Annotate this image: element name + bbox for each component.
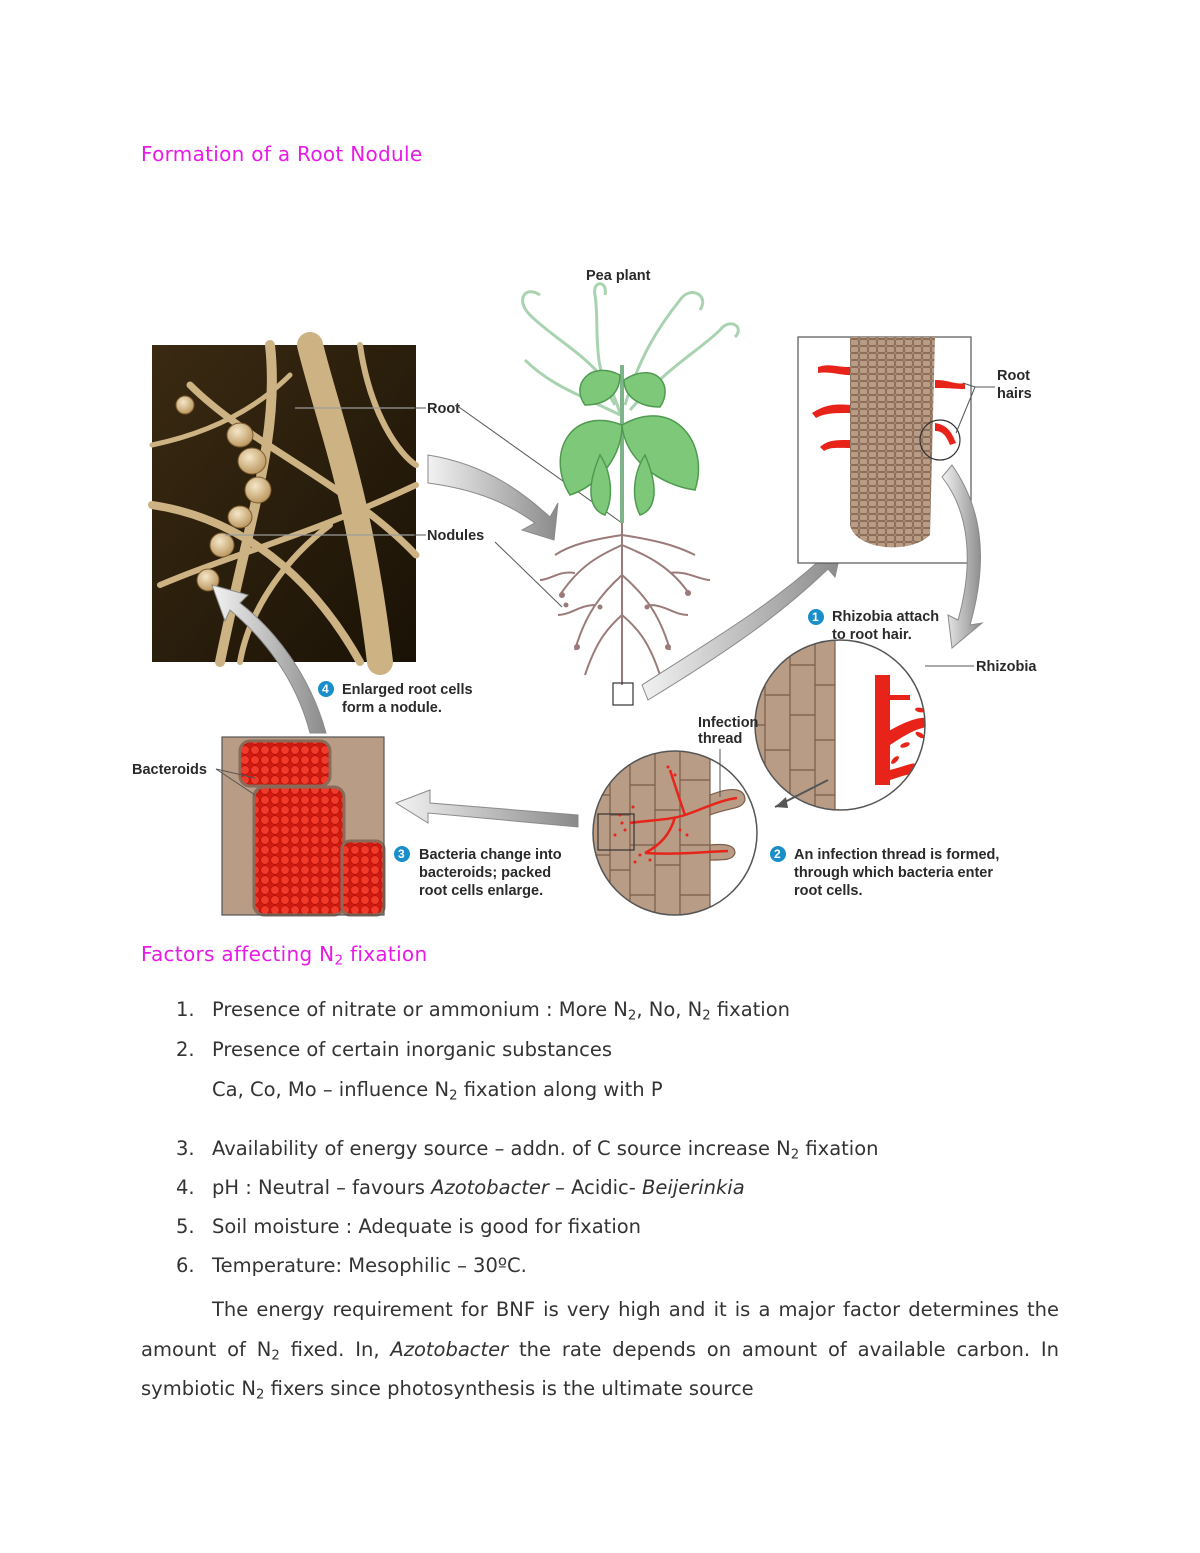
label-root: Root [427, 401, 460, 417]
infection-thread-circle: Infection thread [590, 715, 760, 920]
step-3-line3: root cells enlarge. [419, 883, 543, 899]
label-infection-thread-1: Infection [698, 715, 758, 731]
step-2-line1: An infection thread is formed, [794, 847, 999, 863]
step-2-line3: root cells. [794, 883, 863, 899]
step-3-line1: Bacteria change into [419, 847, 562, 863]
label-infection-thread-2: thread [698, 731, 742, 747]
section-title-factors: Factors affecting N2 fixation [141, 942, 427, 966]
step-4: 4 Enlarged root cells form a nodule. [318, 681, 473, 716]
section-title-root-nodule: Formation of a Root Nodule [141, 142, 422, 166]
root-hair-panel: Root hairs [798, 337, 1032, 563]
step-4-line1: Enlarged root cells [342, 682, 473, 698]
label-pea-plant: Pea plant [586, 268, 651, 284]
step-3-line2: bacteroids; packed [419, 865, 551, 881]
step-4-line2: form a nodule. [342, 700, 442, 716]
label-bacteroids: Bacteroids [132, 762, 207, 778]
pea-plant-illustration: Pea plant [523, 268, 739, 705]
nodules-photo [152, 345, 416, 662]
label-rhizobia: Rhizobia [976, 659, 1037, 675]
label-root-hairs-2: hairs [997, 386, 1032, 402]
label-root-hairs-1: Root [997, 368, 1030, 384]
step-1: 1 Rhizobia attach to root hair. [808, 609, 939, 643]
step-2: 2 An infection thread is formed, through… [770, 846, 999, 899]
body-paragraph: The energy requirement for BNF is very h… [141, 1290, 1059, 1409]
rhizobia-attach-circle: Rhizobia [750, 635, 1037, 815]
label-nodules: Nodules [427, 528, 484, 544]
arrow-infection-to-bacteroids [396, 790, 578, 827]
step-1-number: 1 [812, 610, 819, 624]
step-3-number: 3 [398, 847, 405, 861]
step-4-number: 4 [322, 682, 329, 696]
bacteroids-panel: Bacteroids [132, 737, 384, 915]
step-1-line1: Rhizobia attach [832, 609, 939, 625]
step-3: 3 Bacteria change into bacteroids; packe… [394, 846, 562, 899]
step-2-line2: through which bacteria enter [794, 865, 993, 881]
step-2-number: 2 [774, 847, 781, 861]
root-nodule-figure: Root Nodules Pea plant [130, 255, 1050, 925]
